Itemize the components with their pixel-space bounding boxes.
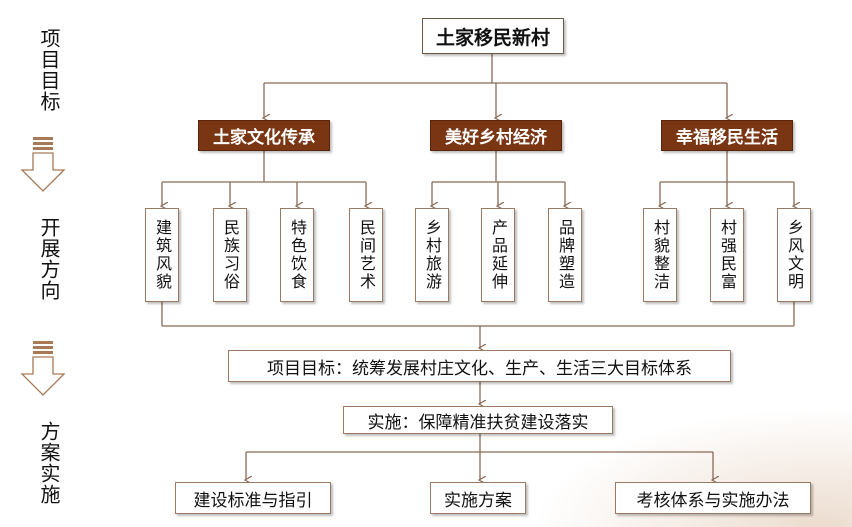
root-node: 土家移民新村	[422, 18, 564, 54]
output-standards: 建设标准与指引	[175, 482, 331, 514]
item-civility: 乡风文明	[777, 208, 811, 302]
item-branding: 品牌塑造	[548, 208, 582, 302]
stage-label-direction: 开展方向	[37, 217, 61, 301]
item-customs: 民族习俗	[213, 208, 247, 302]
goal-box: 项目目标：统筹发展村庄文化、生产、生活三大目标体系	[228, 350, 731, 382]
item-cuisine: 特色饮食	[280, 208, 314, 302]
item-folk-art: 民间艺术	[349, 208, 383, 302]
stage-label-goal: 项目目标	[37, 28, 61, 112]
output-plan: 实施方案	[430, 482, 526, 514]
output-assessment: 考核体系与实施办法	[615, 482, 811, 514]
item-rural-tourism: 乡村旅游	[415, 208, 449, 302]
implementation-box: 实施：保障精准扶贫建设落实	[343, 406, 613, 434]
sidebar-down-arrow-1	[20, 137, 66, 192]
category-culture: 土家文化传承	[198, 120, 330, 151]
item-prosperity: 村强民富	[710, 208, 744, 302]
stage-label-implementation: 方案实施	[37, 421, 61, 505]
item-product-extension: 产品延伸	[481, 208, 515, 302]
category-livelihood: 幸福移民生活	[661, 120, 793, 151]
item-architecture: 建筑风貌	[145, 208, 179, 302]
sidebar-down-arrow-2	[20, 341, 66, 396]
category-economy: 美好乡村经济	[430, 120, 562, 151]
item-tidy-village: 村貌整洁	[643, 208, 677, 302]
